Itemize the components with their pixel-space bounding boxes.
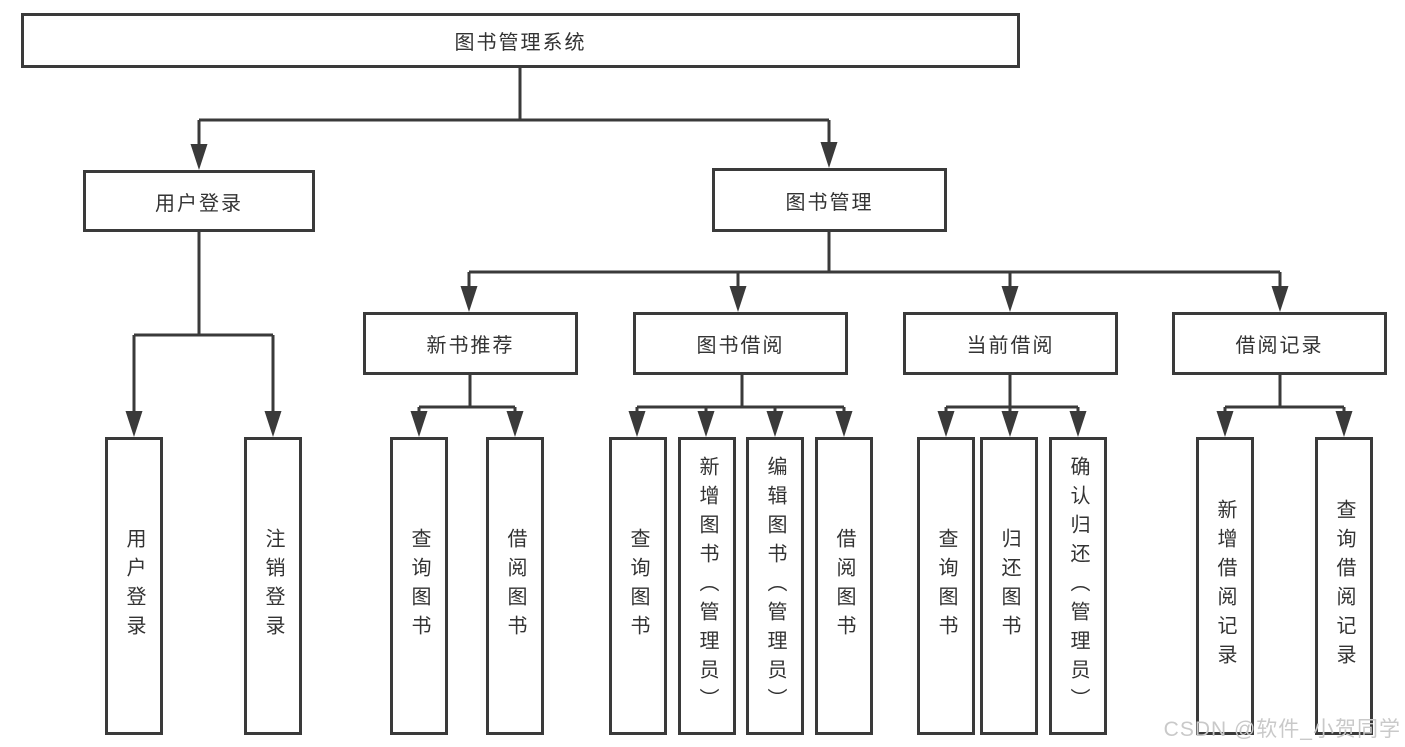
connector-current-to-leaves [937, 375, 1087, 437]
arrow-down-icon [1271, 286, 1289, 312]
arrow-down-icon [820, 142, 838, 168]
connector-records-to-leaves [1216, 375, 1353, 437]
leaf-logout: 注销登录 [244, 437, 302, 735]
arrow-down-icon [264, 411, 282, 437]
connector-borrow-to-leaves [628, 375, 853, 437]
leaf-label: 归还图书 [998, 528, 1020, 644]
leaf-label: 用户登录 [123, 528, 145, 644]
leaf-label: 新增图书（管理员） [696, 455, 718, 717]
leaf-label: 查询图书 [935, 528, 957, 644]
leaf-user-login: 用户登录 [105, 437, 163, 735]
node-new-book-recommend: 新书推荐 [363, 312, 578, 375]
arrow-down-icon [1335, 411, 1353, 437]
connector-userlogin-to-leaves [125, 232, 282, 437]
node-borrow-records: 借阅记录 [1172, 312, 1387, 375]
connector-newbook-to-leaves [410, 375, 524, 437]
leaf-records-query-record: 查询借阅记录 [1315, 437, 1373, 735]
leaf-label: 借阅图书 [504, 528, 526, 644]
leaf-label: 查询借阅记录 [1333, 499, 1355, 673]
leaf-label: 确认归还（管理员） [1067, 455, 1089, 717]
leaf-newbook-borrow-books: 借阅图书 [486, 437, 544, 735]
arrow-down-icon [835, 411, 853, 437]
node-current-borrow: 当前借阅 [903, 312, 1118, 375]
node-book-borrow: 图书借阅 [633, 312, 848, 375]
leaf-label: 查询图书 [627, 528, 649, 644]
leaf-current-confirm-return-admin: 确认归还（管理员） [1049, 437, 1107, 735]
leaf-records-add-record: 新增借阅记录 [1196, 437, 1254, 735]
node-user-login: 用户登录 [83, 170, 315, 232]
leaf-borrow-edit-books-admin: 编辑图书（管理员） [746, 437, 804, 735]
leaf-label: 注销登录 [262, 528, 284, 644]
arrow-down-icon [1001, 286, 1019, 312]
node-book-management: 图书管理 [712, 168, 947, 232]
connector-root-to-level2 [190, 68, 838, 170]
leaf-label: 查询图书 [408, 528, 430, 644]
leaf-label: 新增借阅记录 [1214, 499, 1236, 673]
arrow-down-icon [628, 411, 646, 437]
leaf-borrow-borrow-books: 借阅图书 [815, 437, 873, 735]
leaf-borrow-query-books: 查询图书 [609, 437, 667, 735]
arrow-down-icon [460, 286, 478, 312]
node-library-system: 图书管理系统 [21, 13, 1020, 68]
arrow-down-icon [729, 286, 747, 312]
connector-bookmgmt-to-level3 [460, 232, 1289, 312]
arrow-down-icon [697, 411, 715, 437]
leaf-borrow-add-books-admin: 新增图书（管理员） [678, 437, 736, 735]
arrow-down-icon [766, 411, 784, 437]
leaf-current-query-books: 查询图书 [917, 437, 975, 735]
arrow-down-icon [1001, 411, 1019, 437]
arrow-down-icon [410, 411, 428, 437]
leaf-label: 借阅图书 [833, 528, 855, 644]
leaf-label: 编辑图书（管理员） [764, 455, 786, 717]
leaf-newbook-query-books: 查询图书 [390, 437, 448, 735]
leaf-current-return-books: 归还图书 [980, 437, 1038, 735]
arrow-down-icon [937, 411, 955, 437]
arrow-down-icon [125, 411, 143, 437]
arrow-down-icon [506, 411, 524, 437]
arrow-down-icon [1069, 411, 1087, 437]
arrow-down-icon [1216, 411, 1234, 437]
arrow-down-icon [190, 144, 208, 170]
